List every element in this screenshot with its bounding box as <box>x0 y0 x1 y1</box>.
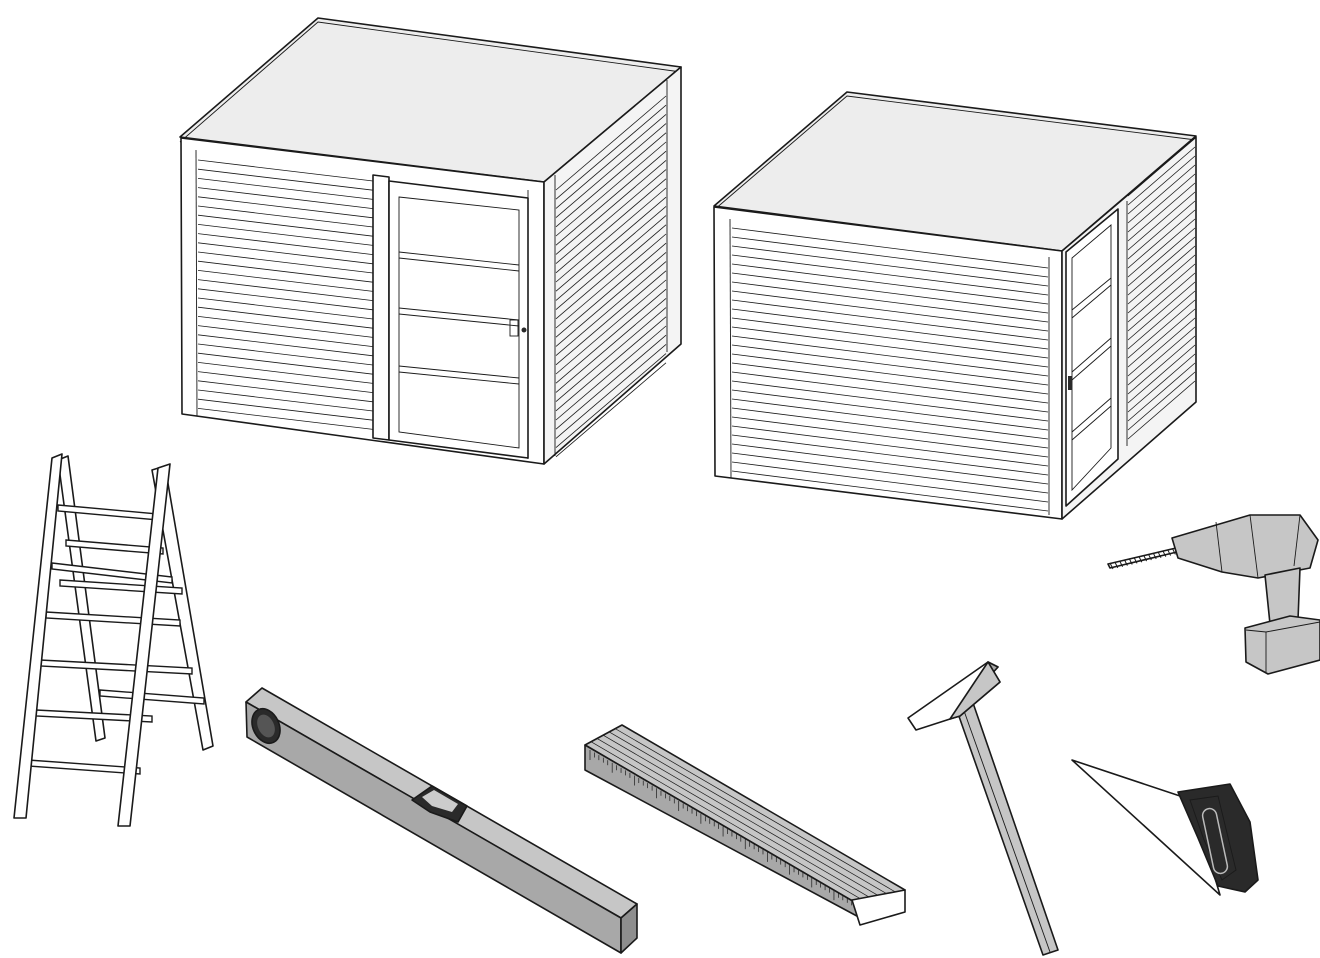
ladder-front-rail-left <box>13 453 63 819</box>
hammer <box>907 661 1059 956</box>
hand-saw <box>1071 759 1259 896</box>
ladder <box>13 453 214 827</box>
drill <box>1107 514 1320 675</box>
side-door-handle-icon <box>1068 376 1072 390</box>
shed1-door-panels <box>398 251 520 385</box>
shed-side-door <box>713 91 1197 520</box>
shed1-side-wall <box>543 66 682 465</box>
ladder-front-rail-right <box>117 463 171 827</box>
rule-end-joint <box>851 889 906 926</box>
door-handle-icon <box>509 319 519 337</box>
drill-body <box>1171 514 1319 579</box>
shed1-side-cladding <box>555 95 667 458</box>
shed-front-door <box>179 17 682 465</box>
rule-front-face <box>584 744 869 923</box>
level-end-face <box>620 903 638 954</box>
ladder-rungs <box>27 504 205 775</box>
hammer-handle <box>954 699 1059 956</box>
door-knob-icon <box>521 327 527 333</box>
drill-battery <box>1244 615 1320 675</box>
folding-rule <box>584 724 906 926</box>
shed2-front-cladding <box>731 227 1049 512</box>
rule-layers <box>590 728 899 908</box>
drill-bit <box>1107 547 1178 569</box>
shed1-left-cladding <box>197 159 374 430</box>
hammer-head-face <box>949 661 1001 720</box>
shed2-side-cladding <box>1127 137 1196 440</box>
shed1-door-post <box>372 174 390 441</box>
ladder-back-rail-left <box>57 455 106 742</box>
shed2-side-door <box>1065 208 1119 507</box>
spirit-level <box>245 687 638 954</box>
level-front-face <box>245 701 622 954</box>
shed2-front-wall <box>713 206 1063 520</box>
